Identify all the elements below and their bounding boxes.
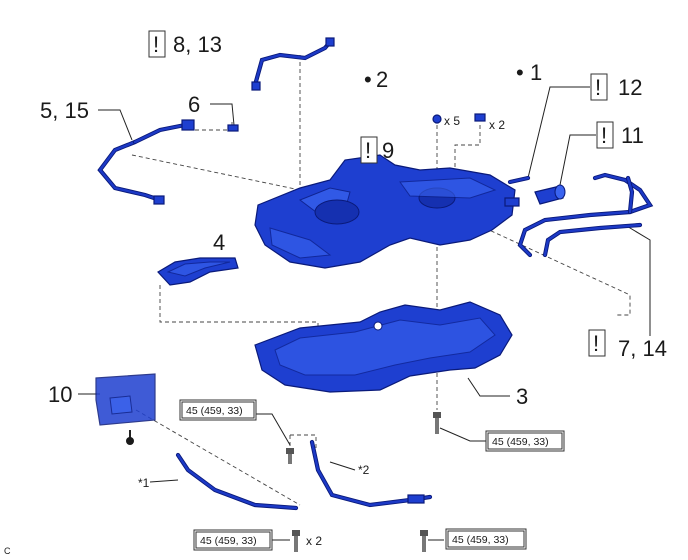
qty-x2-top: x 2	[489, 118, 505, 132]
svg-text:45 (459, 33): 45 (459, 33)	[452, 534, 509, 546]
strap-label-2: *2	[358, 463, 370, 477]
filler-hose	[534, 184, 566, 205]
svg-text:45 (459, 33): 45 (459, 33)	[200, 535, 257, 547]
clip-part	[227, 124, 239, 132]
torque-spec-2: 45 (459, 33)	[485, 430, 565, 452]
bolt-strap-bottom-right	[420, 530, 428, 552]
warning-box-8-13	[148, 30, 166, 58]
callout-2: 2	[376, 67, 388, 92]
warning-box-7-14	[588, 329, 606, 357]
warning-mark-9: !	[365, 138, 371, 163]
callout-3: 3	[516, 384, 528, 409]
qty-x5: x 5	[444, 114, 460, 128]
torque-spec-4: 45 (459, 33)	[445, 528, 527, 550]
fasteners-top	[432, 113, 486, 124]
figure-code: C	[4, 546, 11, 556]
svg-text:45 (459, 33): 45 (459, 33)	[492, 436, 549, 448]
qty-x2-bottom: x 2	[306, 534, 322, 548]
bolt-strap-left	[286, 448, 294, 464]
fuel-tank-straps	[175, 439, 433, 511]
svg-text:45 (459, 33): 45 (459, 33)	[186, 405, 243, 417]
warning-mark-12: !	[595, 75, 601, 100]
bolts	[286, 412, 441, 552]
callout-6: 6	[188, 92, 200, 117]
bolt-tank	[433, 412, 441, 434]
callout-1: 1	[530, 60, 542, 85]
callout-12: 12	[618, 75, 642, 100]
callout-4: 4	[213, 230, 225, 255]
bolt-strap-bottom-left	[292, 530, 300, 552]
callout-11: 11	[621, 123, 644, 148]
bullet-2: •	[364, 67, 372, 92]
callout-10: 10	[48, 382, 72, 407]
torque-spec-3: 45 (459, 33)	[193, 529, 273, 551]
tank-protector	[254, 301, 513, 393]
warning-box-9	[360, 136, 378, 164]
fuel-tube	[507, 175, 531, 185]
callout-9: 9	[382, 138, 394, 163]
warning-mark-11: !	[601, 123, 607, 148]
warning-box-12	[590, 73, 608, 101]
strap-label-1: *1	[138, 476, 150, 490]
callout-7-14: 7, 14	[618, 336, 667, 361]
callout-5-15: 5, 15	[40, 98, 89, 123]
bracket-part	[95, 373, 156, 445]
torque-leaders	[149, 413, 486, 541]
torque-spec-1: 45 (459, 33)	[179, 399, 257, 421]
heat-insulator	[157, 257, 239, 286]
vent-hose	[251, 37, 335, 91]
wire-harness	[97, 119, 195, 205]
fuel-tank	[254, 154, 520, 269]
callout-8-13: 8, 13	[173, 32, 222, 57]
bullet-1: •	[516, 60, 524, 85]
warning-box-11	[596, 121, 614, 149]
warning-mark-8-13: !	[153, 32, 159, 57]
filler-pipe	[517, 172, 654, 258]
warning-mark-7-14: !	[593, 331, 599, 356]
